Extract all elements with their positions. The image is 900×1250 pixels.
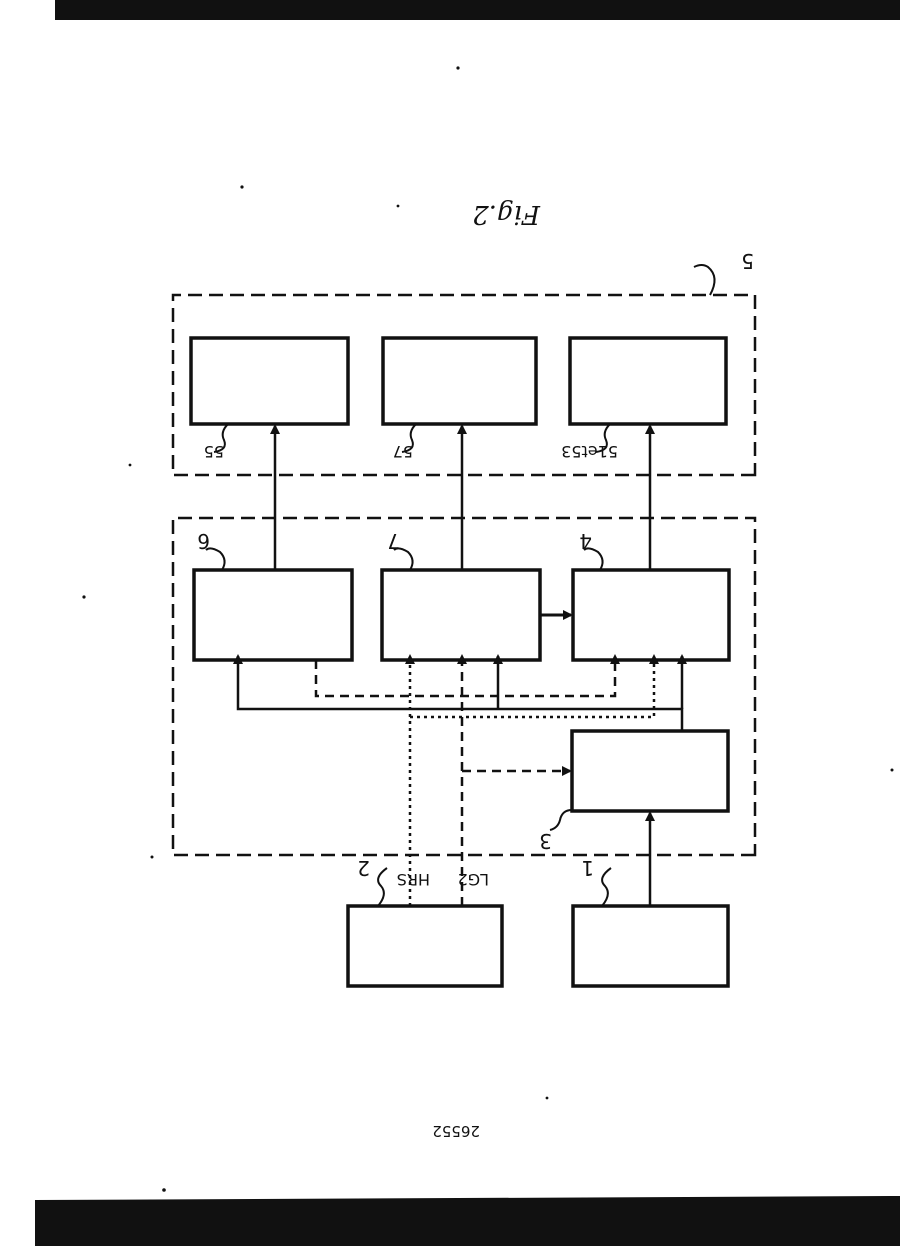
scan-speck: [151, 856, 154, 859]
label-block-6: 6: [197, 529, 210, 553]
leader-5: [694, 265, 715, 295]
block-7: [382, 570, 540, 660]
scan-speck: [240, 185, 243, 188]
leader-2: [378, 868, 387, 906]
label-signal-lg2: LG2: [458, 870, 490, 889]
block-2: [348, 906, 502, 986]
top-scan-bar: [55, 0, 900, 20]
figure-caption: Fig.2: [472, 199, 541, 229]
rotated-drawing: 2 1 LG2 HRS 3 6 7 4 55 57 51et53 5 Fig.2…: [173, 199, 755, 1140]
leader-3: [550, 810, 572, 830]
display-block-57: [383, 338, 536, 424]
block-3: [572, 731, 728, 811]
block-1: [573, 906, 728, 986]
display-block-51-53: [570, 338, 726, 424]
label-block-2: 2: [357, 856, 370, 880]
scan-speck: [397, 205, 400, 208]
label-display-57: 57: [393, 442, 413, 461]
label-group-5: 5: [741, 249, 754, 273]
dashed-link-6-to-4: [316, 656, 615, 696]
scan-speck: [456, 66, 459, 69]
label-block-1: 1: [581, 856, 594, 880]
scan-speck: [129, 464, 132, 467]
leader-1: [602, 868, 611, 906]
block-4: [573, 570, 729, 660]
block-6: [194, 570, 352, 660]
label-display-55: 55: [204, 442, 224, 461]
label-block-4: 4: [579, 529, 592, 553]
label-block-7: 7: [387, 529, 400, 553]
scan-speck: [546, 1097, 549, 1100]
scan-speck: [891, 769, 894, 772]
label-signal-hrs: HRS: [397, 870, 430, 889]
display-block-55: [191, 338, 348, 424]
label-display-51-53: 51et53: [561, 442, 618, 461]
label-block-3: 3: [539, 829, 552, 853]
scan-speck: [162, 1188, 166, 1192]
page-number: 26552: [432, 1122, 480, 1140]
scan-speck: [82, 595, 85, 598]
bottom-scan-bar: [35, 1196, 900, 1246]
